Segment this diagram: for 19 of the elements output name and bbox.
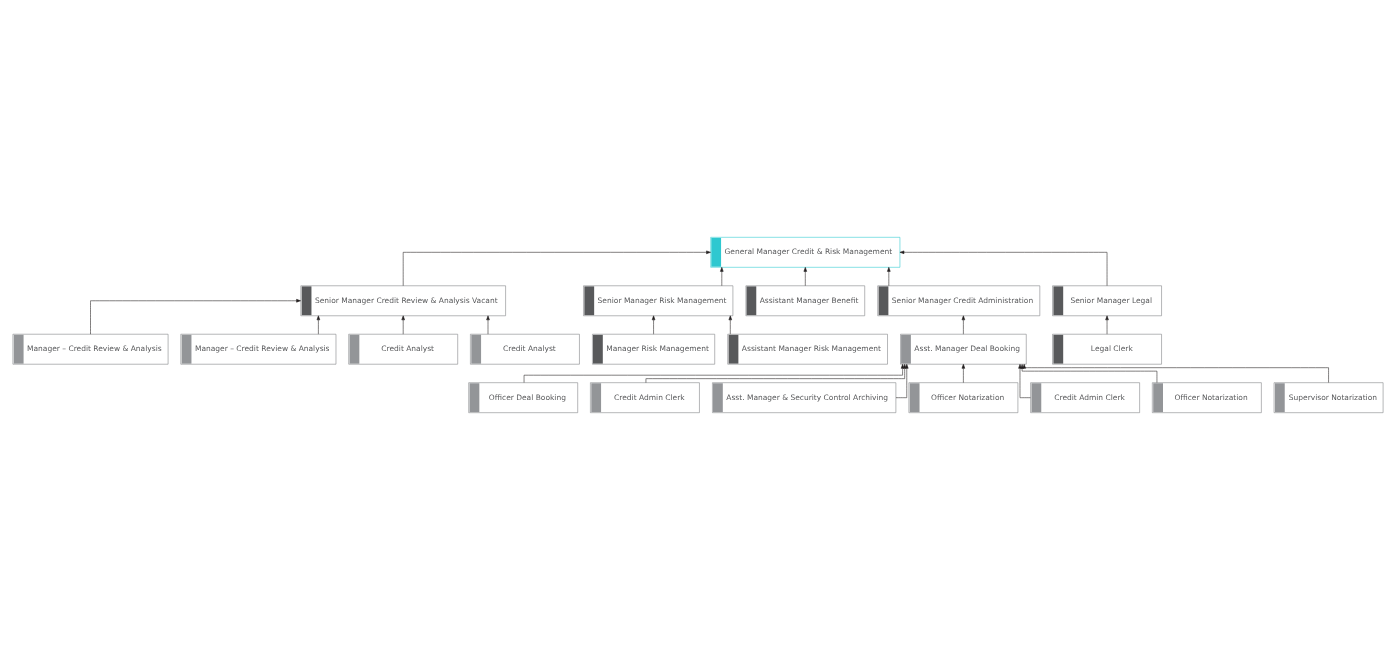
arrow xyxy=(895,363,909,398)
arrow xyxy=(1018,363,1031,398)
arrow xyxy=(651,315,656,334)
arrow xyxy=(316,315,321,334)
arrow xyxy=(887,266,891,286)
arrow xyxy=(486,315,490,334)
arrow xyxy=(90,298,301,334)
arrow xyxy=(961,315,966,334)
arrow xyxy=(1020,363,1158,383)
arrow xyxy=(720,266,724,286)
arrow xyxy=(961,363,966,383)
arrow xyxy=(645,363,907,383)
arrow xyxy=(728,315,732,334)
arrow xyxy=(402,250,711,286)
arrow xyxy=(803,266,807,286)
arrow xyxy=(401,315,405,334)
arrow xyxy=(899,250,1108,286)
arrow xyxy=(523,363,905,383)
arrow xyxy=(1105,315,1109,334)
